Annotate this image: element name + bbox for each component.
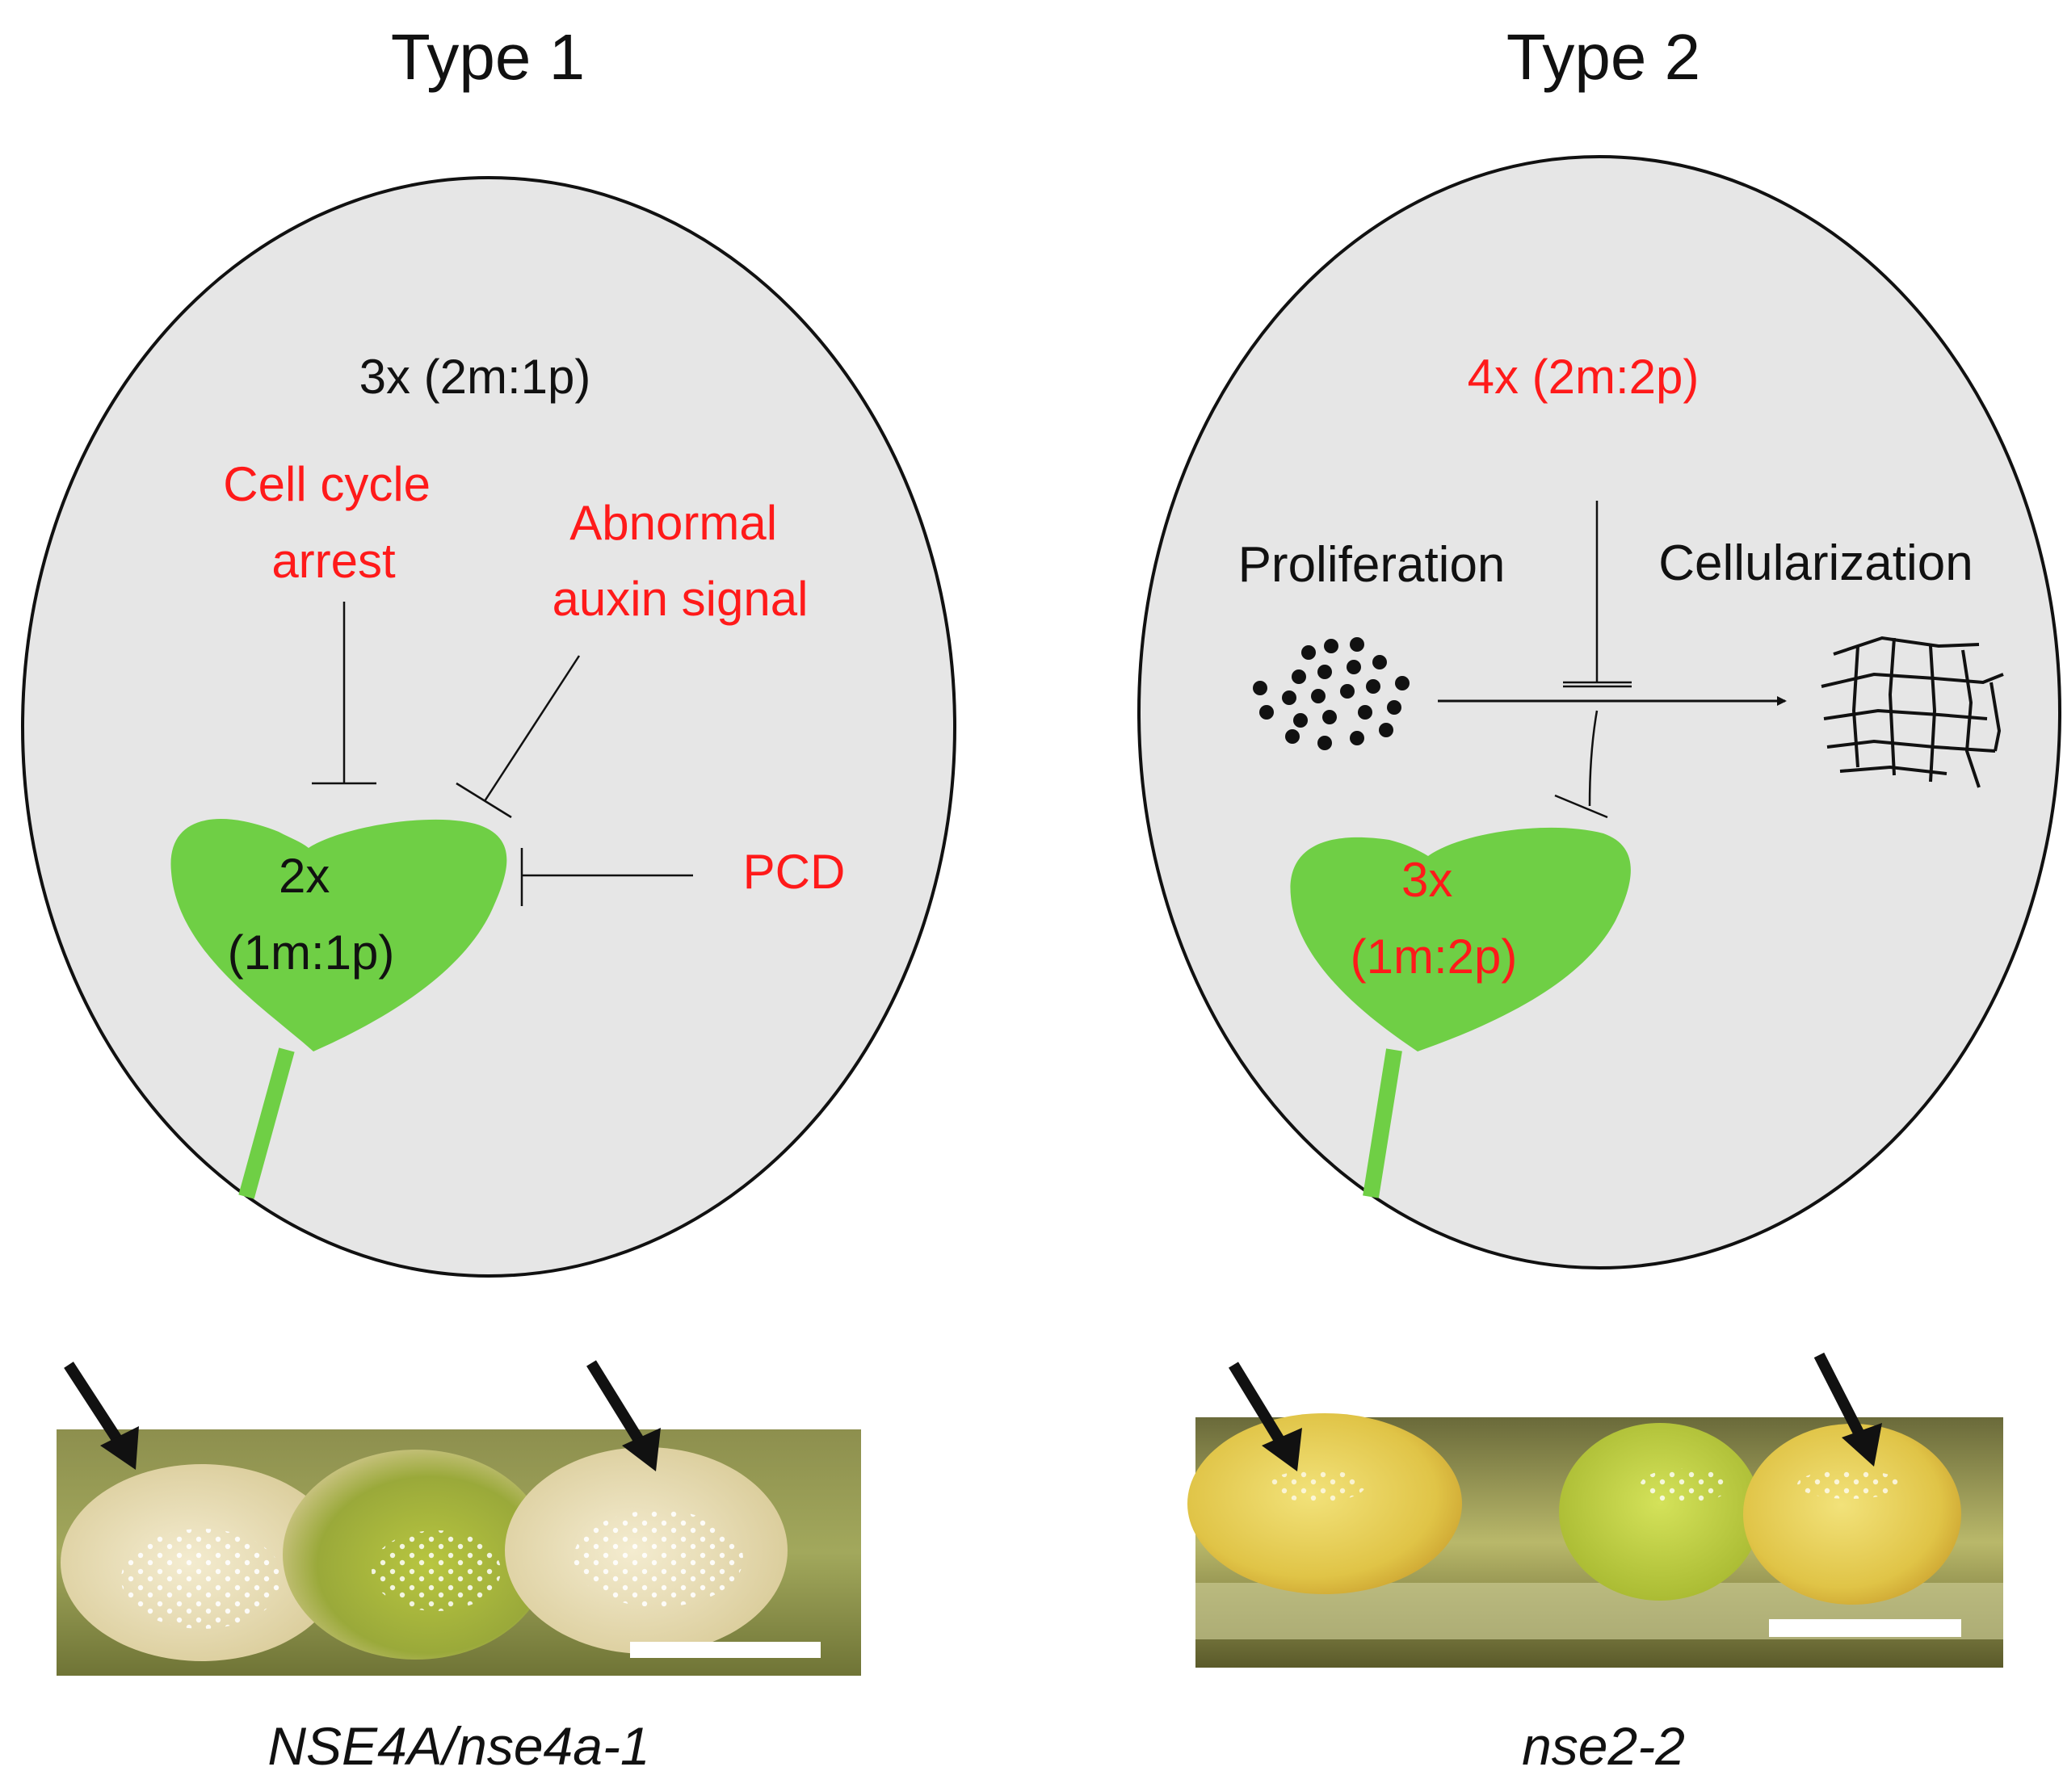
- abnormal-auxin-label: Abnormal auxin signal: [553, 496, 809, 626]
- panel-type-2: Type 2 4x (2m:2p) Proliferation Cellular…: [1137, 21, 2061, 1776]
- panel-type-1: Type 1 3x (2m:1p) Cell cycle arrest Abno…: [21, 21, 956, 1776]
- cellularization-label: Cellularization: [1658, 535, 1973, 591]
- arrow-icon: [64, 1362, 139, 1470]
- seed-pod-photo: [1187, 1413, 2003, 1668]
- scale-bar: [1769, 1619, 1961, 1637]
- inhibition-lines: [312, 602, 693, 906]
- genotype-label: NSE4A/nse4a-1: [267, 1716, 649, 1776]
- endosperm-ploidy-label: 3x (2m:1p): [359, 350, 591, 404]
- scale-bar: [630, 1642, 821, 1658]
- genotype-label: nse2-2: [1522, 1716, 1685, 1776]
- arrow-icon: [1229, 1362, 1302, 1471]
- embryo-ploidy-label: 2x (1m:1p): [228, 849, 395, 980]
- panel-title: Type 2: [1506, 21, 1700, 93]
- embryo: [1290, 827, 1631, 1198]
- panel-title: Type 1: [391, 21, 585, 93]
- pcd-label: PCD: [743, 845, 846, 899]
- cellularization-network-icon: [1821, 636, 2004, 788]
- inhibition-lines: [1554, 501, 1632, 819]
- arrow-icon: [586, 1360, 661, 1471]
- seed-ellipse: [21, 176, 956, 1278]
- arrow-icon: [1813, 1352, 1882, 1467]
- proliferation-label: Proliferation: [1238, 537, 1506, 593]
- proliferation-dots-icon: [1253, 637, 1410, 750]
- cell-cycle-arrest-label: Cell cycle arrest: [223, 457, 443, 588]
- seed-pod-photo: [57, 1429, 861, 1676]
- embryo: [170, 819, 507, 1199]
- embryo-ploidy-label: 3x (1m:2p): [1351, 853, 1518, 984]
- endosperm-ploidy-label: 4x (2m:2p): [1468, 350, 1700, 404]
